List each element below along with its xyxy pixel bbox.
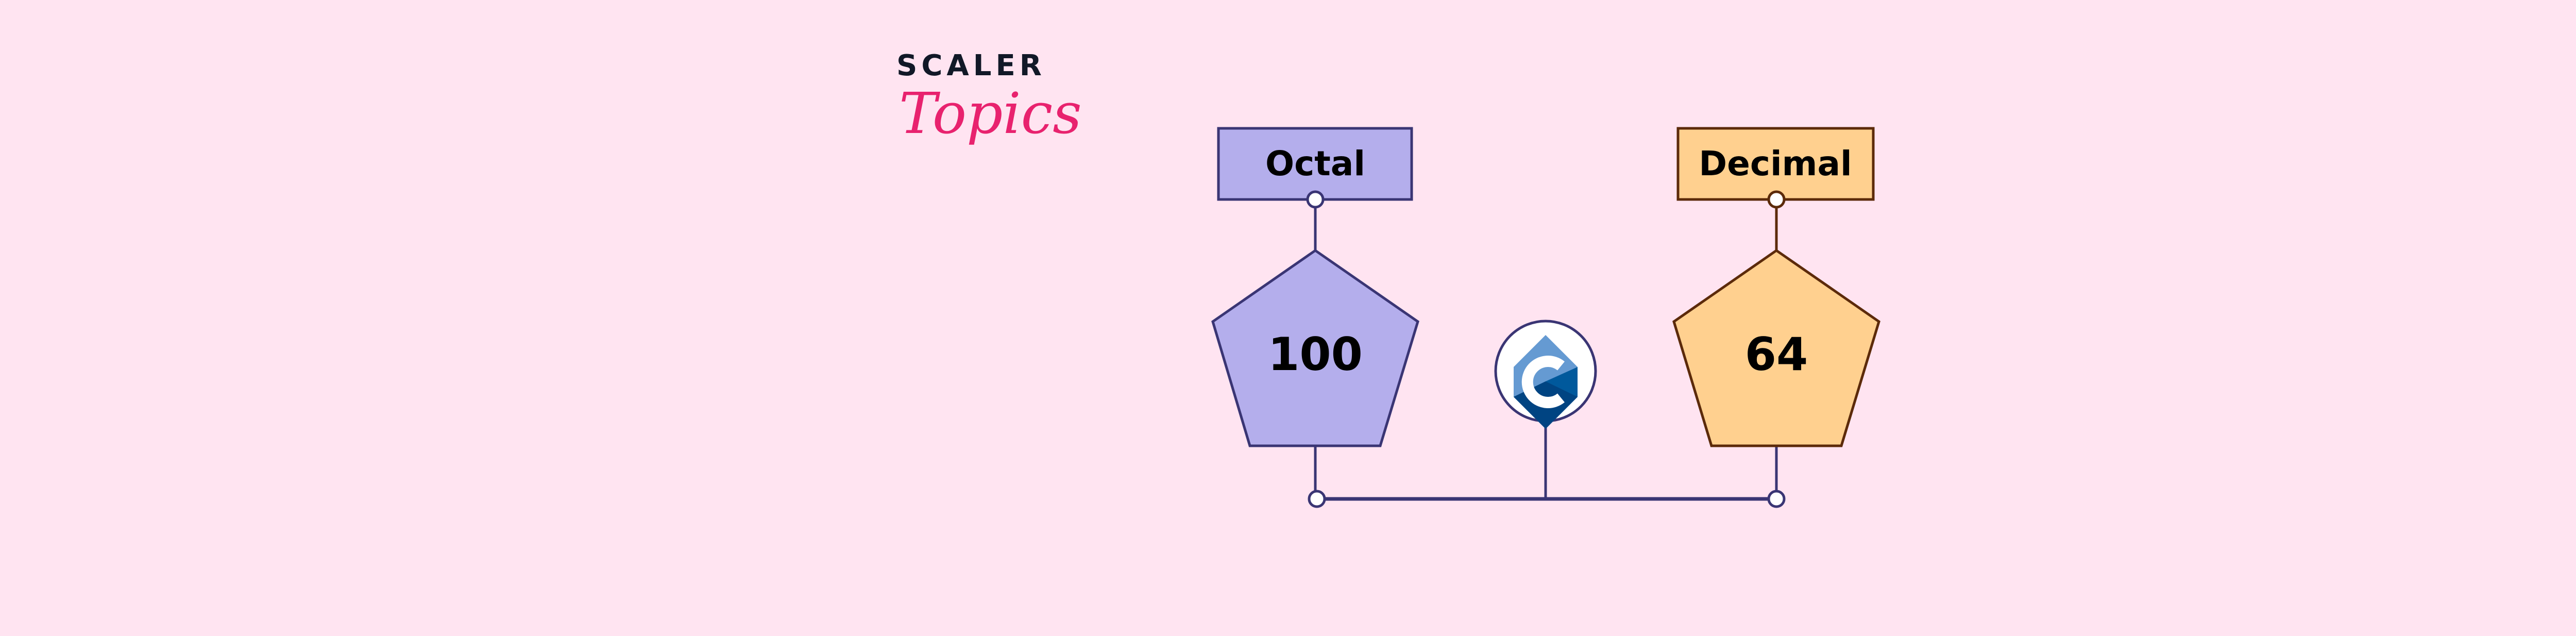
octal-label: Octal [1265, 144, 1365, 183]
decimal-label-box: Decimal [1676, 127, 1875, 201]
decimal-label: Decimal [1699, 144, 1852, 183]
decimal-value-pentagon: 64 [1672, 248, 1880, 447]
connector-dots [1306, 190, 1786, 508]
octal-value: 100 [1268, 328, 1363, 381]
octal-label-box: Octal [1217, 127, 1413, 201]
scaler-topics-logo: SCALER Topics [896, 49, 1082, 146]
logo-scaler-text: SCALER [896, 49, 1046, 82]
octal-value-pentagon: 100 [1211, 248, 1419, 447]
logo-topics-text: Topics [899, 80, 1082, 146]
decimal-value: 64 [1745, 328, 1808, 381]
c-language-icon [1494, 320, 1597, 429]
